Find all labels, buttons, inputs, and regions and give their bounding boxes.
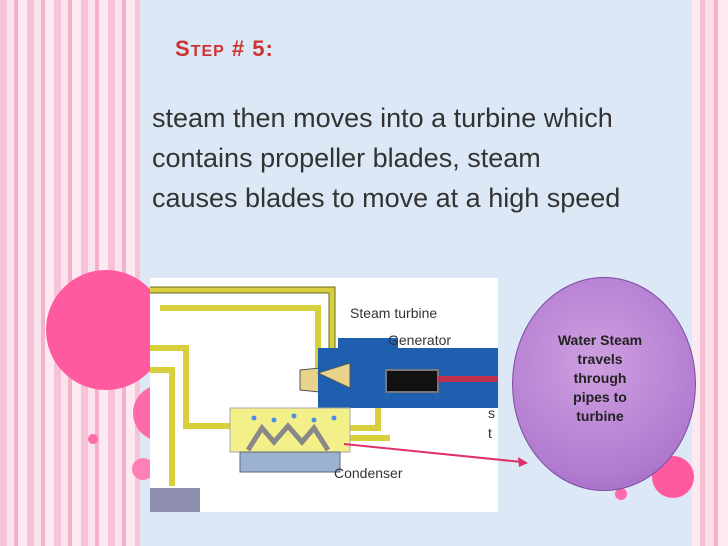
callout-bubble: [512, 277, 696, 491]
water-pipe: [150, 345, 238, 429]
title-lead: S: [175, 36, 191, 61]
title-tail: # 5:: [224, 36, 274, 61]
callout-line: turbine: [576, 408, 624, 424]
power-plant-diagram: Steam turbine Generator Condenser s t: [150, 278, 498, 512]
callout-line: travels: [577, 351, 623, 367]
decor-circle: [615, 488, 627, 500]
callout-line: Water Steam: [557, 332, 643, 348]
title-rest: TEP: [190, 43, 225, 60]
decor-circle: [46, 270, 166, 390]
callout-text: Water Steam travels through pipes to tur…: [540, 331, 660, 426]
decor-circle: [88, 434, 98, 444]
slide-body-text: steam then moves into a turbine which co…: [152, 103, 621, 213]
water-pipe: [150, 367, 175, 486]
label-partial-s: s: [488, 405, 495, 421]
diagram-svg: Steam turbine Generator Condenser s t: [150, 286, 498, 512]
slide-title: STEP # 5:: [175, 36, 274, 62]
callout-line: through: [573, 370, 627, 386]
decor-circle: [132, 458, 154, 480]
generator-shaft: [385, 369, 439, 393]
label-partial-t: t: [488, 425, 492, 441]
right-stripe-decoration: [692, 0, 728, 546]
label-steam-turbine: Steam turbine: [350, 305, 437, 321]
pump-block: [150, 488, 200, 512]
callout-line: pipes to: [573, 389, 627, 405]
label-generator: Generator: [388, 332, 451, 348]
condenser-tank: [239, 451, 341, 473]
label-condenser: Condenser: [334, 465, 403, 481]
